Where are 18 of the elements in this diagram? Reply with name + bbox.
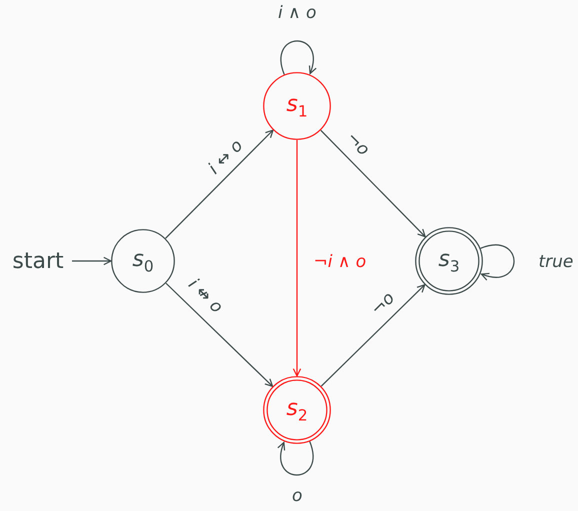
start-label: start: [8, 246, 68, 276]
state-label: s$_{2}$: [286, 396, 308, 424]
transition-arrow: [165, 130, 274, 239]
transition-arrow: [72, 256, 112, 266]
state-label: s$_{0}$: [132, 246, 154, 276]
accepting-state-circle: [415, 227, 483, 295]
state-circle: [263, 72, 331, 140]
transition-arrow: [166, 282, 274, 387]
state-label: s$_{3}$: [438, 246, 460, 276]
transition-arrow: [480, 244, 515, 280]
transition-arrow: [320, 284, 426, 387]
transition-arrow: [280, 40, 316, 75]
accepting-state-circle: [263, 376, 331, 444]
transition-arrow: [278, 441, 314, 476]
state-label: s$_{1}$: [286, 92, 308, 120]
state-circle: [111, 229, 175, 293]
transition-arrow: [292, 140, 302, 377]
transition-arrow: [320, 130, 426, 238]
